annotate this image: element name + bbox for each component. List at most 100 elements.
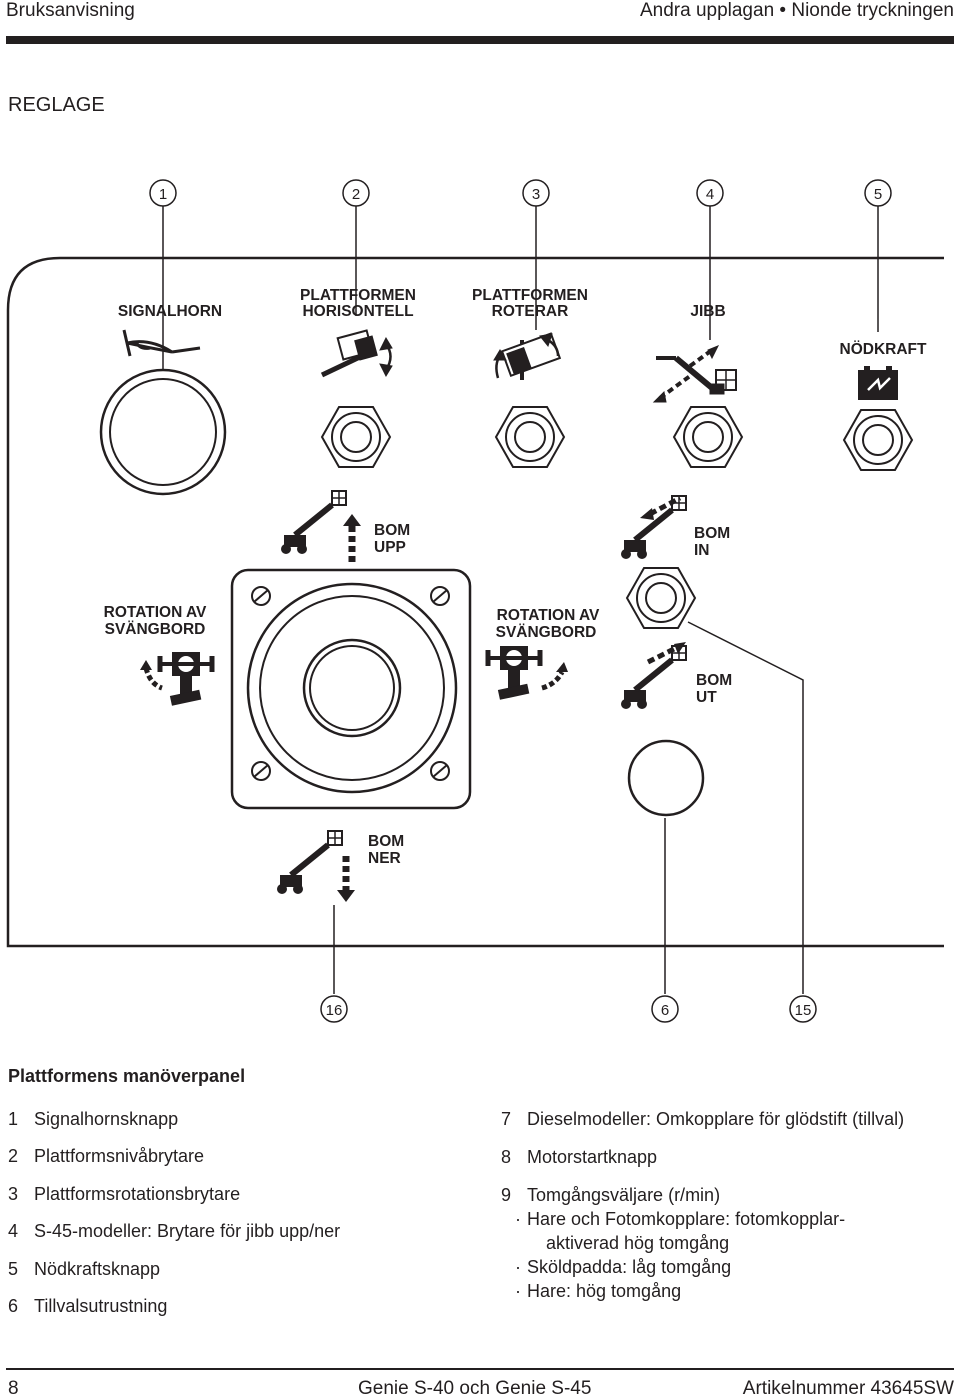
label-plattformen-roterar-2: ROTERAR bbox=[492, 303, 569, 320]
callout-16: 16 bbox=[326, 1002, 343, 1019]
section-title: REGLAGE bbox=[8, 94, 105, 116]
legend-num: 8 bbox=[501, 1147, 512, 1167]
label-rotation-right-1: ROTATION AV bbox=[497, 607, 600, 624]
callout-leaders bbox=[162, 206, 879, 994]
label-bom-ner-1: BOM bbox=[368, 833, 404, 850]
legend-text: Motorstartknapp bbox=[527, 1147, 658, 1167]
control-panel-diagram: 1 2 3 4 5 16 6 15 SIGNALHORN PLATTFORMEN… bbox=[6, 179, 944, 1023]
legend-subtext: aktiverad hög tomgång bbox=[546, 1233, 730, 1253]
legend-num: 4 bbox=[8, 1221, 19, 1241]
label-bom-in-1: BOM bbox=[694, 525, 730, 542]
jib-switch[interactable] bbox=[673, 406, 743, 468]
bom-upp-icon bbox=[281, 491, 361, 562]
bom-ut-icon bbox=[621, 642, 686, 709]
callout-15: 15 bbox=[795, 1002, 812, 1019]
legend-text: Tomgångsväljare (r/min) bbox=[527, 1185, 721, 1205]
legend-text: Plattformsnivåbrytare bbox=[34, 1146, 205, 1166]
platform-rotate-switch[interactable] bbox=[495, 406, 565, 468]
legend-item: 6 Tillvalsutrustning bbox=[8, 1295, 167, 1317]
legend-text: Tillvalsutrustning bbox=[34, 1296, 168, 1316]
legend-num: 7 bbox=[501, 1109, 512, 1129]
header-edition: Andra upplagan • Nionde tryckningen bbox=[639, 0, 954, 21]
callout-3: 3 bbox=[532, 186, 540, 203]
platform-level-icon bbox=[320, 329, 393, 378]
label-rotation-right-2: SVÄNGBORD bbox=[496, 624, 597, 641]
legend-text: Dieselmodeller: Omkopplare för glödstift… bbox=[527, 1109, 905, 1129]
label-bom-in-2: IN bbox=[694, 542, 710, 559]
header-rule bbox=[6, 36, 954, 44]
bullet: · bbox=[515, 1209, 521, 1229]
legend-num: 9 bbox=[501, 1185, 512, 1205]
footer-page-number: 8 bbox=[8, 1378, 19, 1399]
label-jibb: JIBB bbox=[690, 303, 725, 320]
legend-subitem: aktiverad hög tomgång bbox=[546, 1231, 729, 1255]
legend-subitem: · Hare: hög tomgång bbox=[515, 1279, 682, 1303]
boom-joystick[interactable] bbox=[230, 568, 472, 810]
legend-num: 3 bbox=[8, 1184, 19, 1204]
legend-item: 3 Plattformsrotationsbrytare bbox=[8, 1183, 240, 1205]
screw-icon bbox=[251, 586, 271, 606]
legend-text: Signalhornsknapp bbox=[34, 1109, 179, 1129]
legend-subitem: · Hare och Fotomkopplare: fotomkopplar- bbox=[515, 1207, 846, 1231]
legend-item: 1 Signalhornsknapp bbox=[8, 1108, 178, 1130]
legend-num: 6 bbox=[8, 1296, 19, 1316]
optional-equipment-button[interactable] bbox=[627, 739, 705, 817]
label-bom-upp-2: UPP bbox=[374, 539, 406, 556]
label-plattformen-horisontell-1: PLATTFORMEN bbox=[300, 287, 416, 304]
callout-6: 6 bbox=[661, 1002, 669, 1019]
legend-num: 2 bbox=[8, 1146, 19, 1166]
bom-in-out-switch[interactable] bbox=[626, 567, 696, 629]
callout-circles bbox=[149, 179, 892, 1023]
bom-ner-icon bbox=[277, 831, 355, 902]
label-rotation-left-2: SVÄNGBORD bbox=[105, 621, 206, 638]
legend-item: 5 Nödkraftsknapp bbox=[8, 1258, 160, 1280]
legend-text: Plattformsrotationsbrytare bbox=[34, 1184, 241, 1204]
label-plattformen-roterar-1: PLATTFORMEN bbox=[472, 287, 588, 304]
rotation-right-icon bbox=[488, 646, 568, 700]
legend-item: 2 Plattformsnivåbrytare bbox=[8, 1145, 204, 1167]
callout-5: 5 bbox=[874, 186, 882, 203]
label-bom-ner-2: NER bbox=[368, 850, 401, 867]
legend-item: 8 Motorstartknapp bbox=[501, 1146, 657, 1168]
callout-4: 4 bbox=[706, 186, 714, 203]
bullet: · bbox=[515, 1281, 521, 1301]
jib-icon bbox=[652, 345, 737, 403]
legend-subtext: Hare och Fotomkopplare: fotomkopplar- bbox=[527, 1209, 846, 1229]
label-nodkraft: NÖDKRAFT bbox=[840, 341, 927, 358]
screw-icon bbox=[251, 761, 271, 781]
legend-text: S-45-modeller: Brytare för jibb upp/ner bbox=[34, 1221, 341, 1241]
callout-1: 1 bbox=[159, 186, 167, 203]
panel-outline bbox=[6, 256, 944, 948]
label-rotation-left-1: ROTATION AV bbox=[104, 604, 207, 621]
legend-item: 9 Tomgångsväljare (r/min) bbox=[501, 1184, 720, 1206]
label-plattformen-horisontell-2: HORISONTELL bbox=[302, 303, 413, 320]
rotation-left-icon bbox=[140, 652, 212, 706]
emergency-power-button[interactable] bbox=[843, 409, 913, 471]
screw-icon bbox=[430, 761, 450, 781]
label-bom-upp-1: BOM bbox=[374, 522, 410, 539]
legend-text: Nödkraftsknapp bbox=[34, 1259, 161, 1279]
legend-num: 5 bbox=[8, 1259, 19, 1279]
header-manual-title: Bruksanvisning bbox=[6, 0, 135, 21]
legend-subitem: ·Sköldpadda: låg tomgång bbox=[515, 1255, 731, 1279]
horn-icon bbox=[122, 329, 201, 357]
legend-item: 4 S-45-modeller: Brytare för jibb upp/ner bbox=[8, 1220, 340, 1242]
callout-2: 2 bbox=[352, 186, 360, 203]
legend-item: 7 Dieselmodeller: Omkopplare för glödstif… bbox=[501, 1108, 904, 1130]
signalhorn-button[interactable] bbox=[99, 368, 227, 496]
bullet: · bbox=[515, 1257, 521, 1277]
legend-num: 1 bbox=[8, 1109, 19, 1129]
emergency-power-icon bbox=[858, 366, 898, 400]
footer-article-number: Artikelnummer 43645SW bbox=[742, 1378, 954, 1399]
footer-rule bbox=[6, 1368, 954, 1370]
platform-level-switch[interactable] bbox=[321, 406, 391, 468]
platform-rotate-icon bbox=[493, 332, 562, 380]
label-signalhorn: SIGNALHORN bbox=[118, 303, 222, 320]
bom-in-icon bbox=[621, 496, 686, 559]
legend-subtext: Hare: hög tomgång bbox=[527, 1281, 682, 1301]
label-bom-ut-2: UT bbox=[696, 689, 717, 706]
screw-icon bbox=[430, 586, 450, 606]
footer-model: Genie S-40 och Genie S-45 bbox=[358, 1378, 592, 1399]
label-bom-ut-1: BOM bbox=[696, 672, 732, 689]
figure-caption: Plattformens manöverpanel bbox=[8, 1066, 246, 1086]
